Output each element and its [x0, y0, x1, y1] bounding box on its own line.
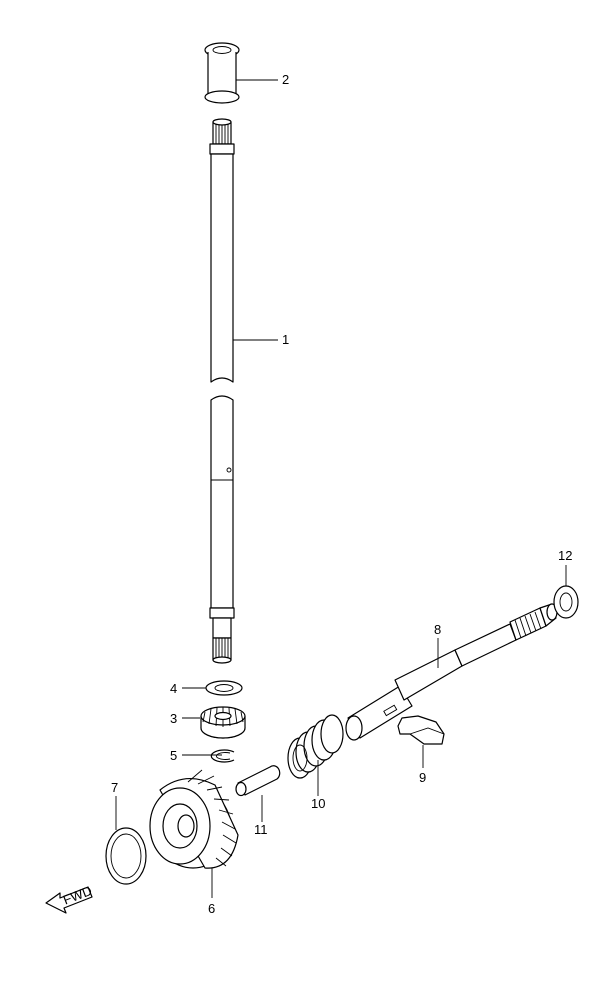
part-8-propeller-shaft[interactable]	[345, 603, 558, 741]
part-1-drive-shaft[interactable]	[209, 118, 235, 664]
callout-labels: 1 2 3 4 5 6 7 8 9 10 11 12	[111, 72, 572, 916]
fwd-label: FWD	[61, 883, 94, 908]
label-8: 8	[434, 622, 441, 637]
label-2: 2	[282, 72, 289, 87]
label-6: 6	[208, 901, 215, 916]
label-5: 5	[170, 748, 177, 763]
part-11-pin[interactable]	[235, 765, 281, 797]
label-10: 10	[311, 796, 325, 811]
part-10-spring[interactable]	[287, 714, 344, 779]
part-4-washer[interactable]	[205, 680, 243, 696]
part-5-circlip[interactable]	[210, 749, 235, 763]
leader-lines	[115, 79, 567, 898]
label-12: 12	[558, 548, 572, 563]
part-9-shift-cam[interactable]	[397, 715, 445, 745]
part-7-shim[interactable]	[105, 827, 147, 885]
fwd-arrow-icon: FWD	[45, 883, 94, 914]
label-7: 7	[111, 780, 118, 795]
label-11: 11	[254, 822, 268, 837]
part-2-bushing[interactable]	[204, 42, 240, 104]
label-4: 4	[170, 681, 177, 696]
label-3: 3	[170, 711, 177, 726]
part-12-washer[interactable]	[553, 585, 579, 619]
part-6-bevel-gear[interactable]	[149, 769, 239, 869]
part-3-pinion-gear[interactable]	[200, 706, 246, 739]
label-1: 1	[282, 332, 289, 347]
label-9: 9	[419, 770, 426, 785]
